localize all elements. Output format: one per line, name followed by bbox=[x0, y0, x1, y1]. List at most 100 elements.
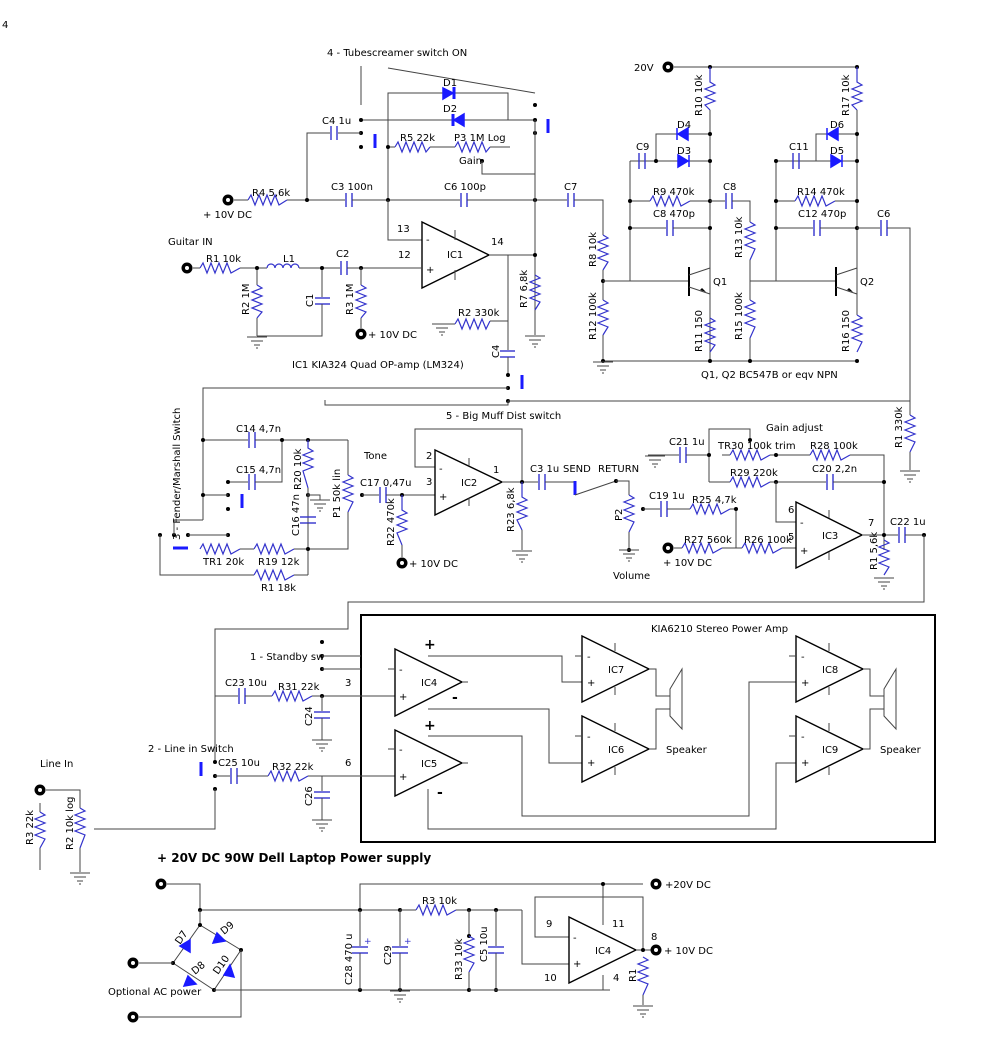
ic5-minus: - bbox=[437, 785, 443, 801]
tone-stage: 3 - Fender/Marshall Switch C14 4,7n C15 … bbox=[158, 408, 458, 594]
label-r9: R9 470k bbox=[653, 187, 695, 198]
label-10v-dc: + 10V DC bbox=[664, 946, 713, 957]
label-10v-r22: + 10V DC bbox=[409, 559, 458, 570]
label-10v-r27: + 10V DC bbox=[663, 558, 712, 569]
opamp-ic5 bbox=[394, 728, 464, 798]
label-c12: C12 470p bbox=[798, 209, 846, 220]
big-muff-switch bbox=[202, 373, 910, 440]
jack-20v-dc-in bbox=[155, 878, 167, 890]
label-c6: C6 100p bbox=[444, 182, 486, 193]
label-c3-1u: C3 1u bbox=[530, 464, 559, 475]
label-d4: D4 bbox=[677, 120, 691, 131]
label-ic3-pin7: 7 bbox=[868, 518, 874, 529]
opamp-ic7 bbox=[581, 634, 651, 704]
label-ic3-pin5: 5 bbox=[788, 532, 794, 543]
label-ic9: IC9 bbox=[822, 745, 838, 756]
label-p2: P2 bbox=[614, 509, 625, 521]
speaker-left-icon bbox=[669, 667, 683, 731]
label-c5: C5 10u bbox=[479, 926, 490, 962]
label-gain-adjust: Gain adjust bbox=[766, 423, 823, 434]
label-r28: R28 100k bbox=[810, 441, 858, 452]
line-in-switch-label: 2 - Line in Switch bbox=[148, 744, 234, 755]
label-20v: 20V bbox=[634, 63, 654, 74]
label-r33: R33 10k bbox=[454, 938, 465, 980]
corner-label: 4 bbox=[2, 20, 8, 31]
label-r2-10k: R2 10k log bbox=[65, 797, 76, 850]
label-r2-330k: R2 330k bbox=[458, 308, 500, 319]
svg-text:+: + bbox=[587, 758, 595, 769]
label-ic7: IC7 bbox=[608, 665, 624, 676]
label-d9: D9 bbox=[219, 920, 237, 937]
transistor-note: Q1, Q2 BC547B or eqv NPN bbox=[701, 370, 838, 381]
label-c26: C26 bbox=[304, 786, 315, 806]
label-c8-470p: C8 470p bbox=[653, 209, 695, 220]
label-d6: D6 bbox=[830, 120, 844, 131]
label-r1-18k: R1 18k bbox=[261, 583, 296, 594]
jack-line-in[interactable] bbox=[34, 784, 46, 796]
label-tr30: TR30 100k trim bbox=[717, 441, 796, 452]
big-muff-stage: 5 - Big Muff Dist switch -+ IC2 2 3 1 C3… bbox=[414, 411, 650, 582]
label-d3: D3 bbox=[677, 146, 691, 157]
label-r12: R12 100k bbox=[588, 292, 599, 340]
label-psu-pin4: 4 bbox=[613, 973, 619, 984]
label-10v: + 10V DC bbox=[203, 210, 252, 221]
label-ac-power: Optional AC power bbox=[108, 987, 202, 998]
label-r16: R16 150 bbox=[841, 310, 852, 352]
label-c28: C28 470 u bbox=[344, 934, 355, 986]
svg-text:-: - bbox=[801, 652, 805, 663]
opamp-ic3 bbox=[795, 500, 864, 570]
diode-d1 bbox=[442, 86, 455, 101]
label-c16: C16 47n bbox=[291, 494, 302, 536]
label-pin14: 14 bbox=[491, 237, 504, 248]
opamp-ic9 bbox=[795, 714, 865, 784]
label-r23: R23 6,8k bbox=[506, 487, 517, 532]
label-speaker-right: Speaker bbox=[880, 745, 922, 756]
label-c17: C17 0,47u bbox=[360, 478, 412, 489]
label-psu-pin11: 11 bbox=[612, 919, 625, 930]
big-muff-switch-label: 5 - Big Muff Dist switch bbox=[446, 411, 561, 422]
svg-text:+: + bbox=[801, 758, 809, 769]
power-amp-stage: KIA6210 Stereo Power Amp 1 - Standby sw … bbox=[94, 614, 936, 843]
svg-text:+: + bbox=[587, 678, 595, 689]
label-tone: Tone bbox=[363, 451, 387, 462]
label-speaker-left: Speaker bbox=[666, 745, 708, 756]
label-r25: R25 4,7k bbox=[692, 495, 737, 506]
label-c29: C29 bbox=[383, 945, 394, 965]
svg-text:-: - bbox=[439, 464, 443, 475]
label-c23: C23 10u bbox=[225, 678, 267, 689]
opamp-ic4 bbox=[394, 647, 464, 718]
svg-text:-: - bbox=[399, 745, 403, 756]
line-in-stage: Line In R3 22k R2 10k log bbox=[25, 759, 91, 885]
svg-text:+: + bbox=[800, 546, 808, 557]
tubescreamer-stage: 4 - Tubescreamer switch ON D1 D2 C4 1u R… bbox=[168, 48, 604, 375]
label-c25: C25 10u bbox=[218, 758, 260, 769]
ic5-plus: + bbox=[424, 718, 436, 734]
power-amp-title: KIA6210 Stereo Power Amp bbox=[651, 624, 788, 635]
label-d8: D8 bbox=[190, 960, 208, 977]
ic4-minus: - bbox=[452, 690, 458, 706]
label-send[interactable]: SEND bbox=[563, 464, 591, 475]
label-return[interactable]: RETURN bbox=[598, 464, 639, 475]
label-r3-10k: R3 10k bbox=[422, 896, 457, 907]
label-c24: C24 bbox=[304, 706, 315, 726]
label-pin12: 12 bbox=[398, 250, 411, 261]
label-volume: Volume bbox=[613, 571, 650, 582]
label-10v-r3: + 10V DC bbox=[368, 330, 417, 341]
label-r32: R32 22k bbox=[272, 762, 314, 773]
label-r31: R31 22k bbox=[278, 682, 320, 693]
label-r1-5k6: R1 5,6k bbox=[869, 532, 880, 570]
svg-text:-: - bbox=[587, 732, 591, 743]
label-r26: R26 100k bbox=[744, 535, 792, 546]
label-r13: R13 10k bbox=[734, 216, 745, 258]
svg-text:+: + bbox=[801, 678, 809, 689]
label-ic4-psu: IC4 bbox=[595, 946, 611, 957]
label-r10: R10 10k bbox=[694, 74, 705, 116]
label-r15: R15 100k bbox=[734, 292, 745, 340]
label-r11: R11 150 bbox=[694, 310, 705, 352]
label-l1: L1 bbox=[283, 254, 295, 265]
psu-title: + 20V DC 90W Dell Laptop Power supply bbox=[157, 851, 431, 865]
psu-stage: + 20V DC 90W Dell Laptop Power supply D7… bbox=[108, 851, 713, 1023]
power-amp-box bbox=[360, 614, 936, 843]
label-q2: Q2 bbox=[860, 277, 874, 288]
svg-text:+: + bbox=[573, 959, 581, 970]
